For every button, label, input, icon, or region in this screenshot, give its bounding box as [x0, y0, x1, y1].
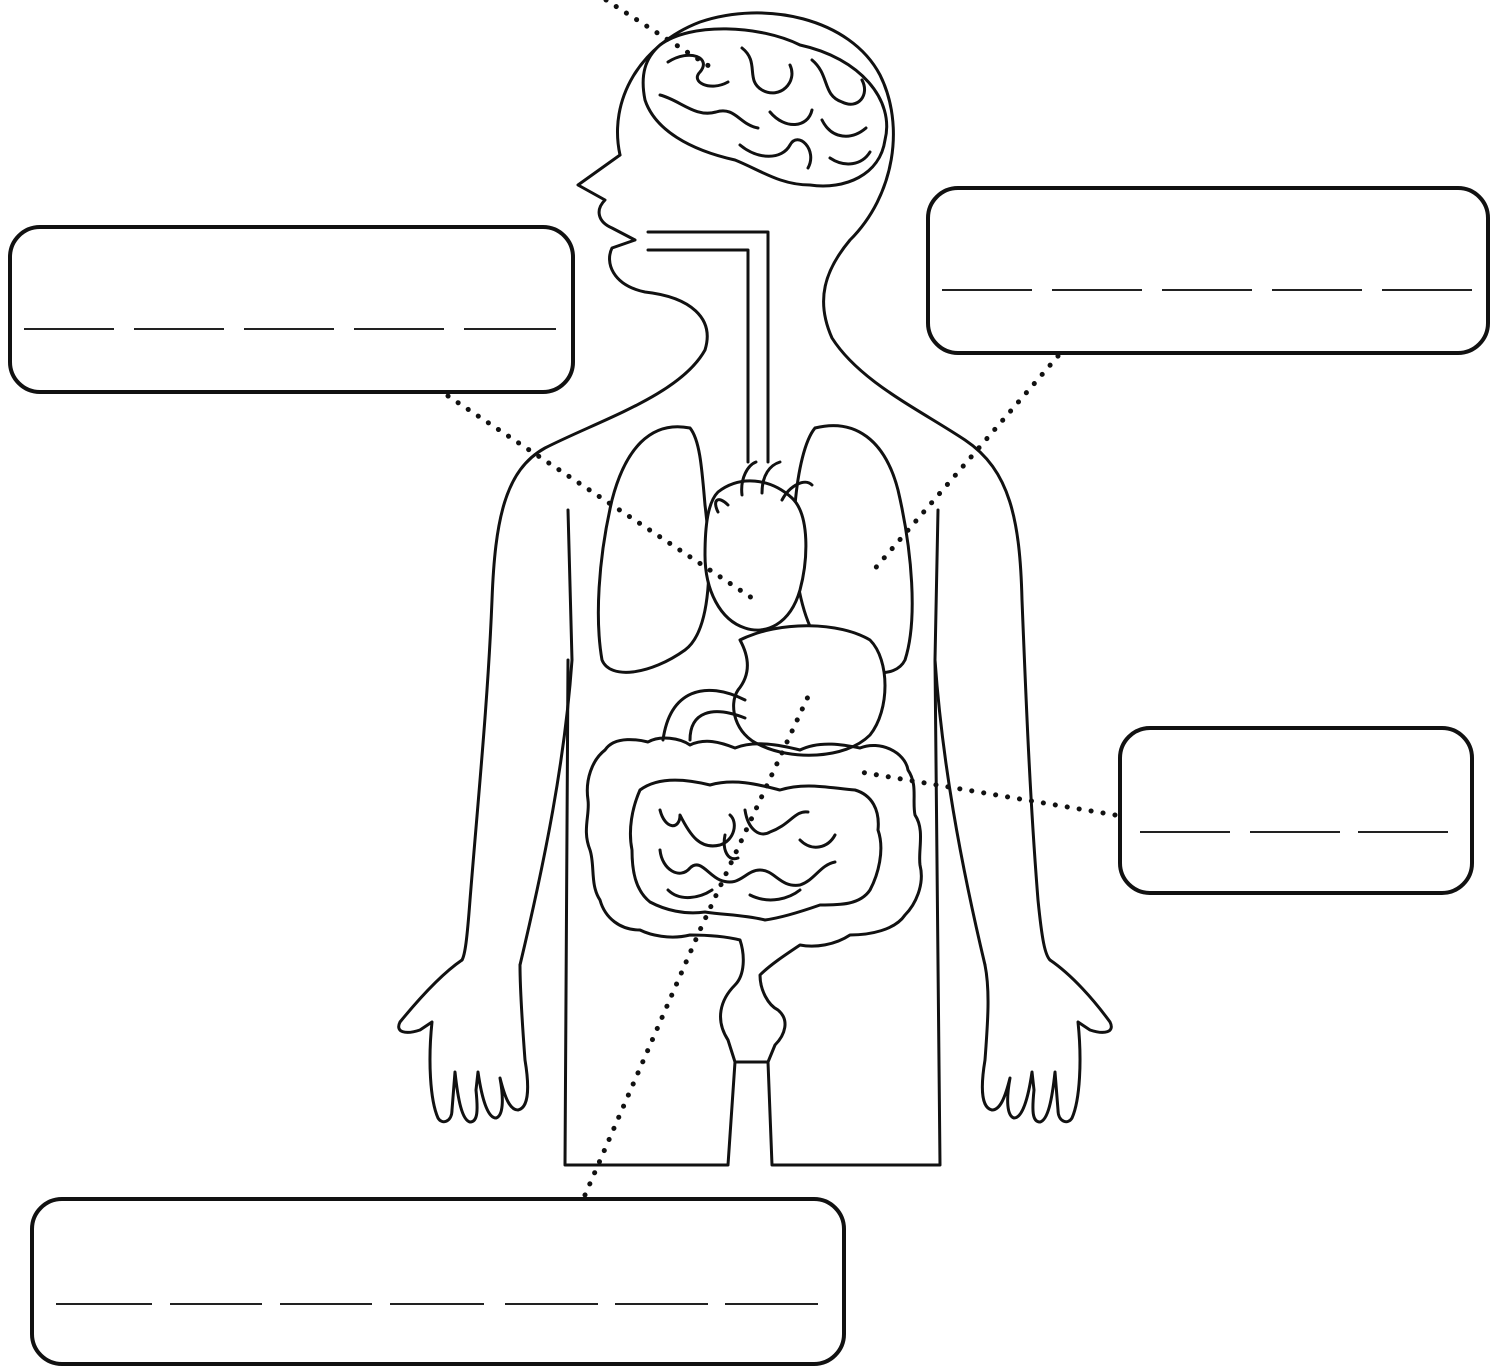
right-hand	[982, 960, 1111, 1122]
stomach	[734, 626, 885, 755]
left-hand	[399, 960, 528, 1122]
left-arm-inner	[520, 510, 572, 965]
left-lung	[598, 427, 709, 673]
large-intestine-inner-wall	[630, 780, 880, 920]
duodenum	[663, 690, 745, 740]
leader-line-lung	[872, 356, 1058, 572]
label-box-upper-right[interactable]	[928, 188, 1488, 353]
large-intestine	[586, 738, 921, 1062]
leader-line-intestine	[860, 772, 1115, 815]
right-arm-inner	[935, 510, 985, 965]
label-box-middle-right[interactable]	[1120, 728, 1472, 893]
label-box-bottom[interactable]	[32, 1199, 844, 1364]
brain	[643, 29, 887, 186]
label-box-upper-left[interactable]	[10, 227, 573, 392]
small-intestine	[660, 810, 835, 900]
brain-outline	[643, 29, 887, 186]
leader-line-stomach	[585, 688, 812, 1195]
heart-body	[705, 481, 806, 630]
